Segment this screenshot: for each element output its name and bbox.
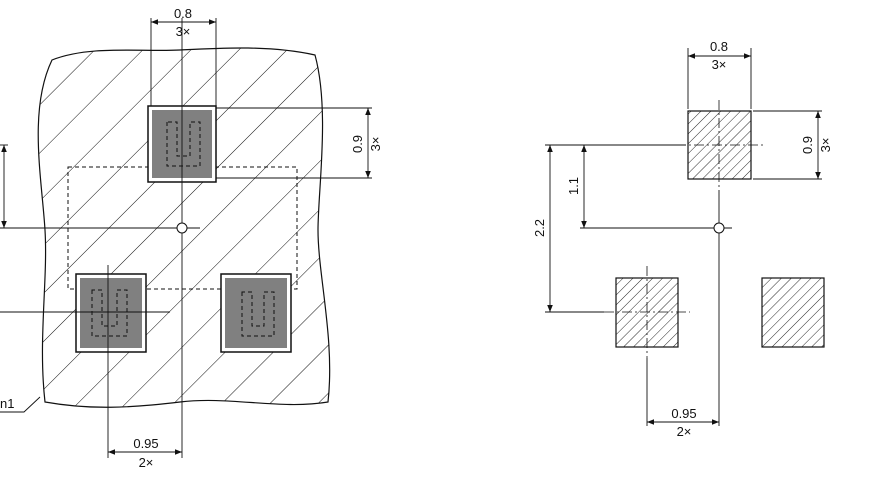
callout-leader	[0, 396, 41, 413]
center-mark	[176, 222, 188, 234]
right-pitch-value: 0.95	[671, 406, 696, 421]
right-pitch-count: 2×	[677, 424, 692, 439]
right-span-value: 2.2	[532, 219, 547, 237]
pad-bottom-left	[75, 273, 147, 353]
left-width-value: 0.8	[174, 6, 192, 21]
right-width-value: 0.8	[710, 39, 728, 54]
land-bottom-right	[761, 277, 825, 348]
left-height-value: 0.9	[350, 135, 365, 153]
pad-bottom-right	[220, 273, 292, 353]
left-height-count: 3×	[368, 137, 383, 152]
right-offset-value: 1.1	[566, 177, 581, 195]
callout-label: n1	[0, 396, 14, 411]
right-height-count: 3×	[818, 138, 833, 153]
right-height-value: 0.9	[800, 136, 815, 154]
left-pitch-value: 0.95	[133, 436, 158, 451]
left-width-count: 3×	[176, 24, 191, 39]
right-view: 0.8 3× 0.9 3× 2.2 1.1 0.95 2×	[532, 39, 833, 439]
left-pitch-count: 2×	[139, 455, 154, 470]
left-view: 0.8 3× 0.9 3× 0.95 2× n1	[0, 6, 383, 470]
right-width-count: 3×	[712, 57, 727, 72]
right-center-mark	[713, 222, 725, 234]
